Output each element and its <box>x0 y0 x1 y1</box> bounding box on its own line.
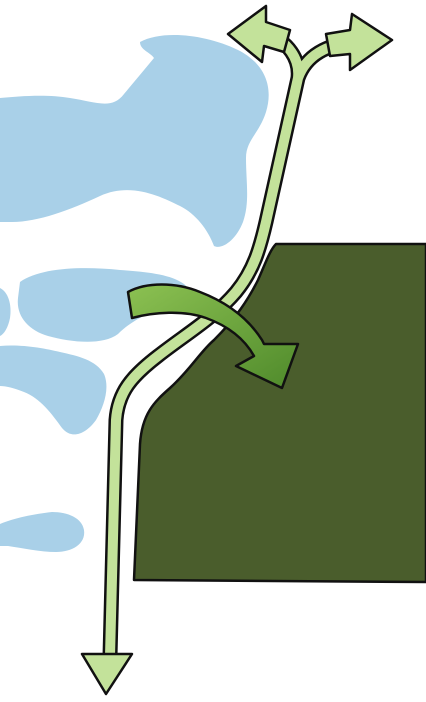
water-patch-top <box>0 35 269 247</box>
corridor-arrowhead-down <box>82 654 132 694</box>
water-patch-bottom <box>0 512 84 552</box>
corridor-arrowhead-up-right <box>326 14 392 70</box>
water-patch-left-edge <box>0 288 11 336</box>
water-patch-lower <box>0 345 106 434</box>
